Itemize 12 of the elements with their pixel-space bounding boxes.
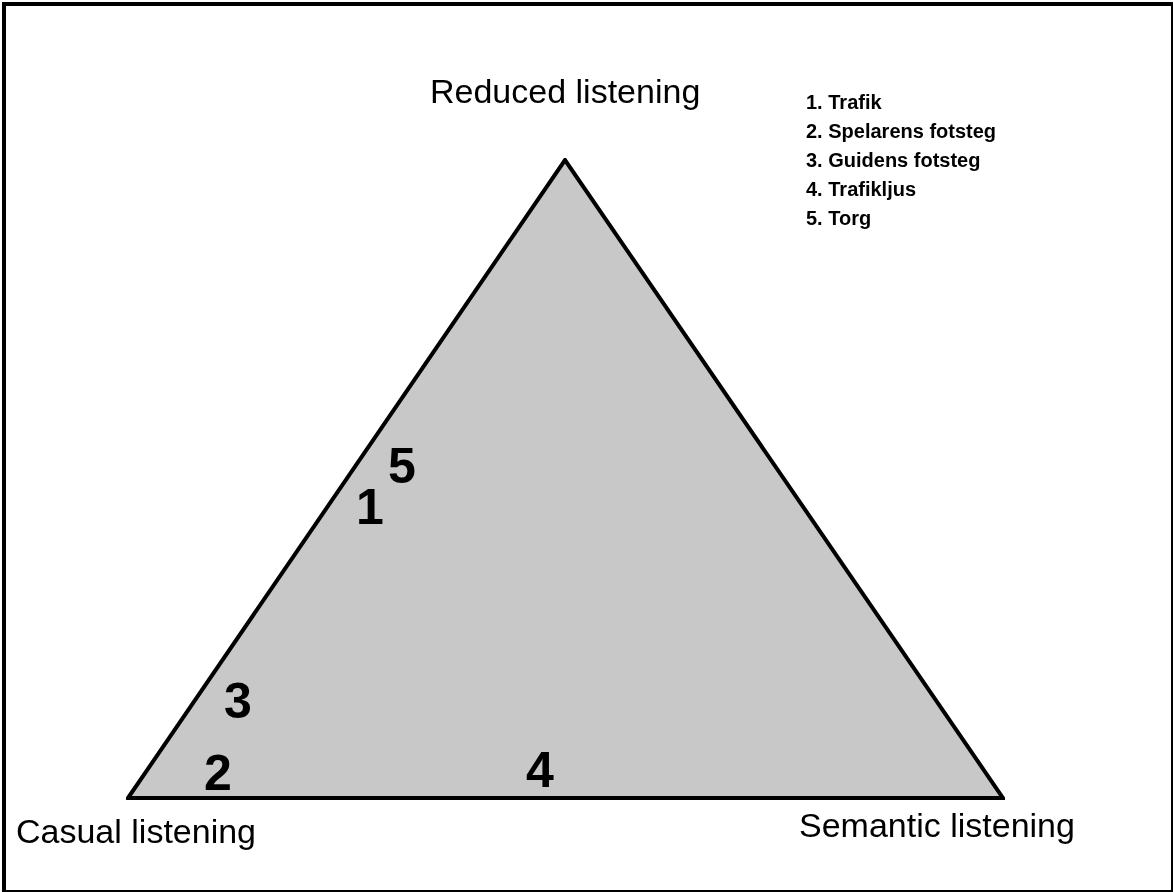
legend-entry: 1. Trafik bbox=[806, 92, 882, 112]
vertex-label: Casual listening bbox=[16, 814, 257, 848]
legend-entry: 5. Torg bbox=[806, 208, 872, 228]
callout-number: 3 bbox=[224, 676, 252, 726]
callout-number: 1 bbox=[356, 482, 384, 532]
callout-number: 4 bbox=[526, 745, 554, 795]
legend-entry: 4. Trafikljus bbox=[806, 179, 917, 199]
vertex-label: Reduced listening bbox=[430, 74, 701, 108]
vertex-label: Semantic listening bbox=[799, 808, 1075, 842]
callout-number: 5 bbox=[388, 441, 416, 491]
callout-number: 2 bbox=[204, 748, 232, 798]
legend-entry: 3. Guidens fotsteg bbox=[806, 150, 981, 170]
